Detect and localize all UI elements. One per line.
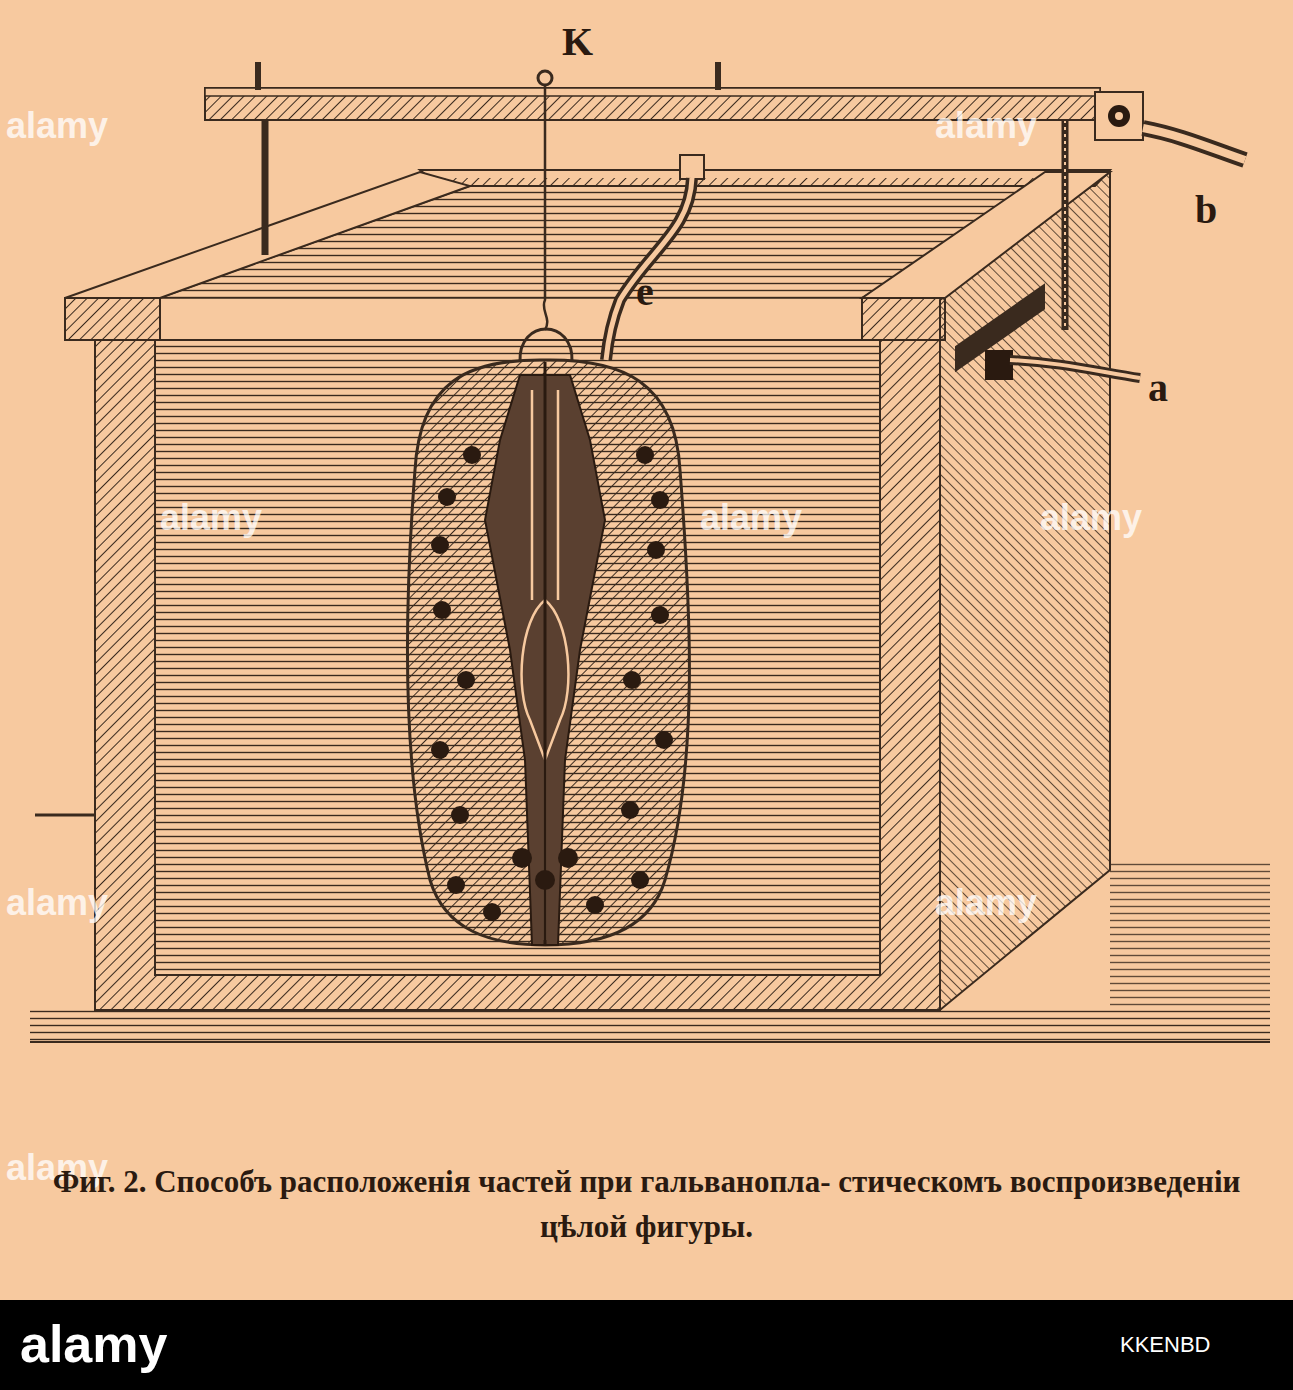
- part-letter: e: [636, 272, 654, 312]
- watermark: alamy: [935, 885, 1037, 921]
- watermark-logo: alamy: [20, 1318, 167, 1370]
- image-id: KKENBD: [1120, 1334, 1210, 1356]
- watermark: alamy: [1040, 500, 1142, 536]
- watermark: alamy: [6, 885, 108, 921]
- watermark-band: [0, 1300, 1293, 1390]
- electrolyte: [155, 340, 880, 975]
- plaster-mould: [407, 360, 689, 945]
- part-letter: K: [562, 22, 593, 62]
- part-letter: b: [1195, 190, 1217, 230]
- tank-front-wall: [95, 340, 940, 1010]
- watermark: alamy: [6, 108, 108, 144]
- part-letter: a: [1148, 368, 1168, 408]
- watermark: alamy: [160, 500, 262, 536]
- watermark: alamy: [935, 108, 1037, 144]
- floor: [30, 1010, 1270, 1042]
- watermark: alamy: [700, 500, 802, 536]
- mould-vents: [431, 446, 673, 921]
- tank-rim: [65, 298, 160, 340]
- figure-caption: Фиг. 2. Способъ расположенія частей при …: [50, 1160, 1243, 1250]
